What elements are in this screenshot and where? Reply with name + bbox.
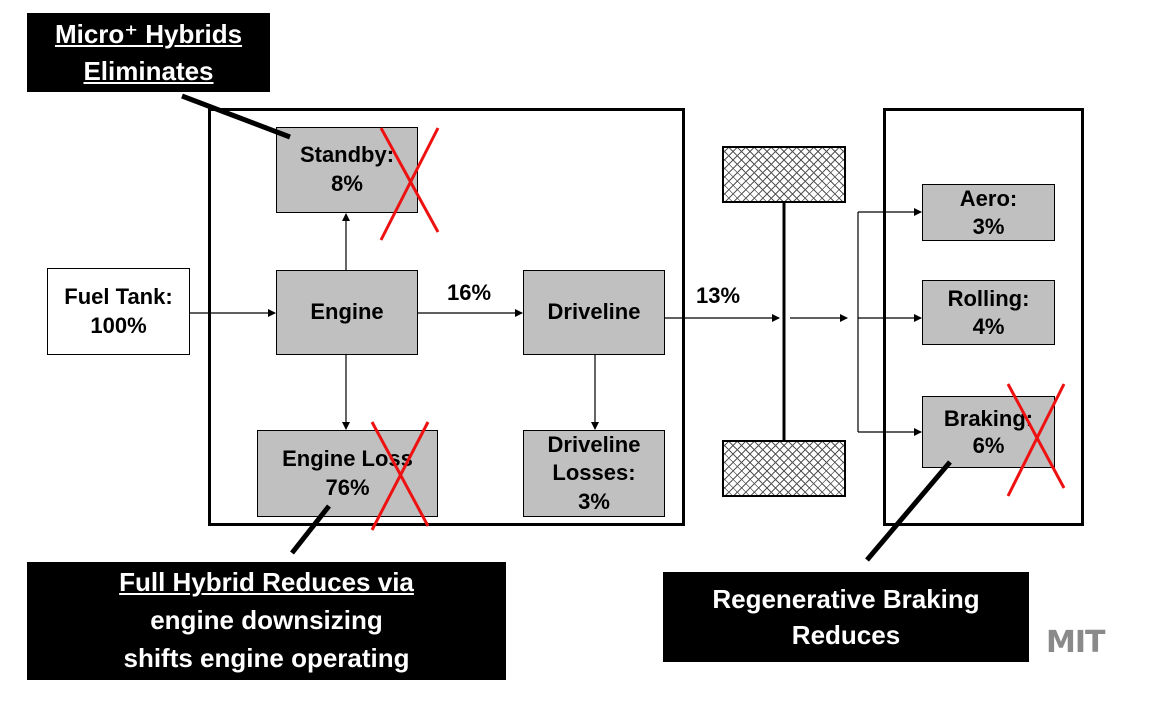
full-callout-line2: engine downsizing: [150, 605, 383, 636]
aero-label: Aero:: [959, 186, 1018, 211]
road-loads-frame: [883, 108, 1084, 526]
regen-callout-line2: Reduces: [791, 620, 901, 650]
regen-callout-line1: Regenerative Braking: [712, 583, 980, 614]
engine-label: Engine: [310, 299, 384, 325]
full-callout-line1: Full Hybrid Reduces via: [119, 567, 414, 598]
driveline-box: Driveline: [523, 270, 665, 355]
standby-box: Standby: 8%: [276, 127, 418, 213]
driveline-losses-line2: Losses:: [552, 460, 636, 486]
regen-callout-pointer: [865, 460, 952, 562]
standby-value: 8%: [331, 171, 363, 196]
driveline-losses-box: Driveline Losses: 3%: [523, 430, 665, 517]
aero-value: 3%: [972, 213, 1005, 239]
fuel-tank-box: Fuel Tank: 100%: [47, 268, 190, 355]
front-tire-icon: [722, 146, 846, 203]
driveline-losses-line1: Driveline: [547, 431, 641, 457]
braking-value: 6%: [972, 433, 1005, 458]
full-hybrid-callout: Full Hybrid Reduces via engine downsizin…: [27, 562, 506, 680]
rear-tire-icon: [722, 440, 846, 497]
full-callout-line3: shifts engine operating: [123, 642, 410, 673]
driveline-to-wheels-percent: 13%: [696, 283, 741, 308]
standby-label: Standby:: [299, 142, 395, 168]
engine-loss-box: Engine Loss 76%: [257, 430, 438, 517]
rolling-label: Rolling:: [947, 286, 1030, 311]
engine-box: Engine: [276, 270, 418, 355]
micro-callout-line2: Eliminates: [83, 55, 214, 86]
engine-loss-cross-mark: [370, 421, 430, 531]
fuel-tank-label: Fuel Tank:: [64, 283, 173, 309]
braking-label: Braking:: [943, 405, 1034, 431]
aero-box: Aero: 3%: [922, 184, 1055, 241]
micro-callout-line1: Micro⁺ Hybrids: [54, 19, 243, 50]
fuel-tank-value: 100%: [90, 312, 147, 338]
vehicle-powertrain-frame: [208, 108, 685, 526]
regenerative-braking-callout: Regenerative Braking Reduces: [663, 572, 1029, 662]
engine-to-driveline-percent: 16%: [447, 280, 492, 305]
full-callout-pointer: [290, 504, 331, 555]
driveline-losses-value: 3%: [578, 488, 610, 514]
rolling-box: Rolling: 4%: [922, 280, 1055, 345]
mit-logo: MIT: [1046, 625, 1105, 660]
standby-cross-mark: [379, 127, 440, 241]
driveline-label: Driveline: [547, 299, 641, 325]
braking-cross-mark: [1006, 383, 1066, 497]
engine-loss-value: 76%: [325, 474, 370, 500]
rolling-value: 4%: [972, 313, 1005, 339]
micro-callout-pointer: [181, 93, 291, 140]
micro-hybrid-callout: Micro⁺ Hybrids Eliminates: [27, 13, 270, 92]
